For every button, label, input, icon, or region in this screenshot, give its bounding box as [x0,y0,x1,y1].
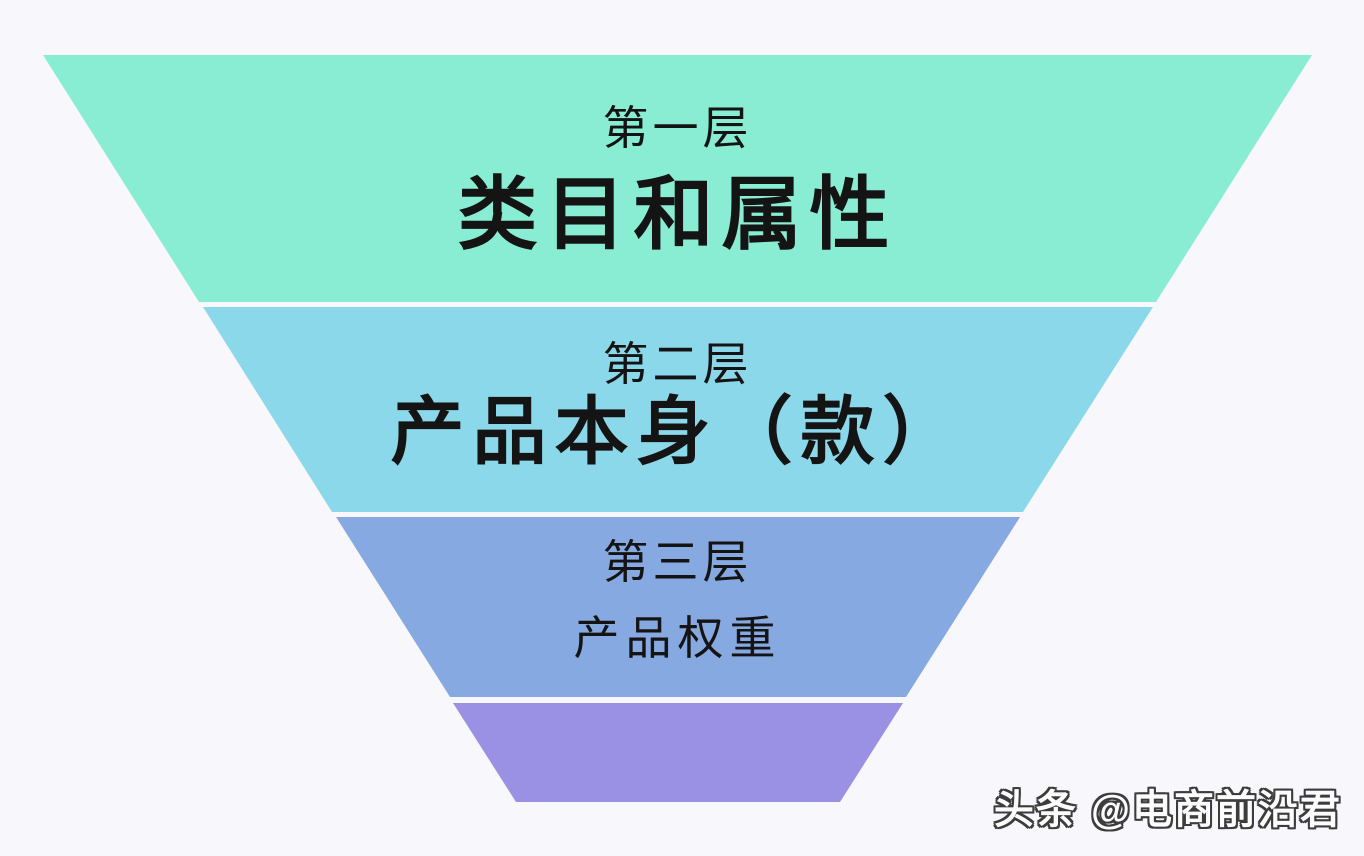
funnel-layer-4-shape [453,703,903,802]
funnel-layer-2-shape [203,307,1153,512]
layer-2-title: 产品本身（款） [390,392,965,474]
watermark: 头条 @电商前沿君 [993,788,1342,832]
layer-3-title: 产品权重 [573,613,782,664]
funnel-layer-3-shape [336,517,1020,697]
layer-1-tier-label: 第一层 [602,103,753,154]
layer-3-tier-label: 第三层 [602,537,753,588]
layer-1-title: 类目和属性 [457,172,898,260]
funnel-layer-1-shape [43,55,1312,302]
layer-2-tier-label: 第二层 [602,339,753,390]
